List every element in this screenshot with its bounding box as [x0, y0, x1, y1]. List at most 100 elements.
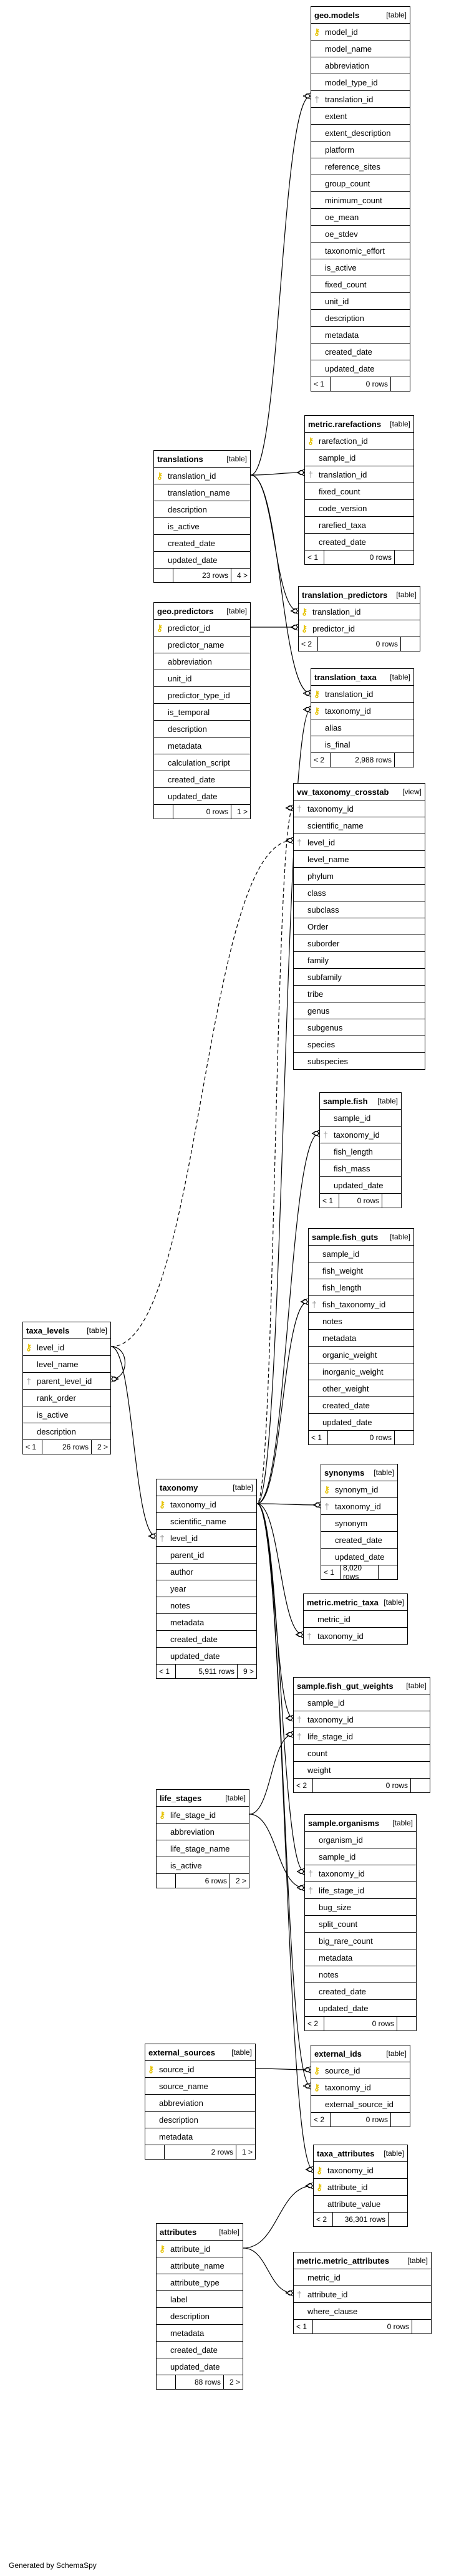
- table-metric-metric-attributes[interactable]: metric.metric_attributes[table]metric_id…: [293, 2252, 432, 2334]
- column-row[interactable]: phylum: [294, 868, 425, 885]
- column-row[interactable]: is_final: [311, 736, 413, 753]
- column-row[interactable]: external_source_id: [311, 2096, 410, 2113]
- column-row[interactable]: updated_date: [320, 1177, 401, 1194]
- parent-count[interactable]: [154, 569, 173, 582]
- column-row[interactable]: †level_id: [294, 834, 425, 851]
- column-row[interactable]: class: [294, 885, 425, 901]
- column-row[interactable]: sample_id: [309, 1246, 413, 1262]
- column-row[interactable]: bug_size: [305, 1899, 416, 1916]
- column-row[interactable]: source_name: [145, 2078, 255, 2095]
- column-row[interactable]: ⚷source_id: [145, 2061, 255, 2078]
- column-row[interactable]: sample_id: [320, 1110, 401, 1127]
- table-name[interactable]: geo.predictors: [157, 606, 214, 616]
- column-row[interactable]: ⚷attribute_id: [314, 2179, 407, 2196]
- column-row[interactable]: sample_id: [305, 1848, 416, 1865]
- column-row[interactable]: †attribute_id: [294, 2286, 431, 2303]
- column-row[interactable]: created_date: [154, 535, 250, 552]
- child-count[interactable]: 1 >: [241, 2148, 253, 2156]
- child-count[interactable]: 2 >: [235, 1877, 246, 1885]
- column-row[interactable]: fish_mass: [320, 1160, 401, 1177]
- column-row[interactable]: metadata: [157, 2325, 243, 2342]
- column-row[interactable]: created_date: [157, 1631, 256, 1648]
- parent-count[interactable]: < 1: [311, 377, 331, 391]
- column-row[interactable]: †parent_level_id: [23, 1373, 110, 1390]
- column-row[interactable]: organic_weight: [309, 1347, 413, 1363]
- column-row[interactable]: †taxonomy_id: [294, 1711, 430, 1728]
- table-name[interactable]: vw_taxonomy_crosstab: [297, 787, 389, 797]
- column-row[interactable]: metadata: [305, 1949, 416, 1966]
- column-row[interactable]: †taxonomy_id: [321, 1498, 397, 1515]
- column-row[interactable]: suborder: [294, 935, 425, 952]
- column-row[interactable]: updated_date: [305, 2000, 416, 2017]
- child-count[interactable]: [395, 550, 413, 564]
- column-row[interactable]: abbreviation: [145, 2095, 255, 2112]
- child-count[interactable]: [412, 2320, 431, 2333]
- column-row[interactable]: description: [154, 721, 250, 738]
- column-row[interactable]: attribute_name: [157, 2257, 243, 2274]
- table-taxa-attributes[interactable]: taxa_attributes[table]⚷taxonomy_id⚷attri…: [313, 2145, 408, 2227]
- table-sample-fish-gut-weights[interactable]: sample.fish_gut_weights[table]sample_id†…: [293, 1677, 430, 1793]
- column-row[interactable]: alias: [311, 719, 413, 736]
- table-name[interactable]: synonyms: [324, 1468, 365, 1478]
- table-name[interactable]: geo.models: [314, 10, 360, 20]
- column-row[interactable]: genus: [294, 1002, 425, 1019]
- parent-count[interactable]: < 1: [157, 1665, 176, 1678]
- table-name[interactable]: external_sources: [148, 2047, 215, 2057]
- table-name[interactable]: translation_taxa: [314, 672, 377, 682]
- child-count[interactable]: [395, 1431, 413, 1444]
- column-row[interactable]: model_type_id: [311, 74, 410, 91]
- child-count[interactable]: 4 >: [236, 571, 248, 580]
- column-row[interactable]: sample_id: [294, 1694, 430, 1711]
- column-row[interactable]: updated_date: [157, 2358, 243, 2375]
- column-row[interactable]: subgenus: [294, 1019, 425, 1036]
- parent-count[interactable]: < 1: [23, 1440, 42, 1454]
- column-row[interactable]: weight: [294, 1762, 430, 1779]
- column-row[interactable]: inorganic_weight: [309, 1363, 413, 1380]
- column-row[interactable]: †life_stage_id: [294, 1728, 430, 1745]
- parent-count[interactable]: [157, 1874, 176, 1888]
- column-row[interactable]: ⚷taxonomy_id: [157, 1496, 256, 1513]
- child-count[interactable]: [411, 1779, 430, 1792]
- column-row[interactable]: fixed_count: [311, 276, 410, 293]
- column-row[interactable]: is_active: [23, 1406, 110, 1423]
- column-row[interactable]: metadata: [145, 2128, 255, 2145]
- column-row[interactable]: extent: [311, 108, 410, 125]
- column-row[interactable]: scientific_name: [294, 817, 425, 834]
- column-row[interactable]: life_stage_name: [157, 1840, 249, 1857]
- column-row[interactable]: species: [294, 1036, 425, 1053]
- parent-count[interactable]: < 1: [320, 1194, 339, 1208]
- column-row[interactable]: fixed_count: [305, 483, 413, 500]
- column-row[interactable]: metric_id: [304, 1611, 407, 1628]
- column-row[interactable]: †taxonomy_id: [305, 1865, 416, 1882]
- column-row[interactable]: predictor_type_id: [154, 687, 250, 704]
- column-row[interactable]: fish_length: [320, 1143, 401, 1160]
- column-row[interactable]: ⚷attribute_id: [157, 2241, 243, 2257]
- parent-count[interactable]: [157, 2375, 176, 2389]
- column-row[interactable]: ⚷taxonomy_id: [311, 703, 413, 719]
- column-row[interactable]: created_date: [311, 344, 410, 360]
- column-row[interactable]: ⚷taxonomy_id: [314, 2162, 407, 2179]
- column-row[interactable]: †translation_id: [305, 466, 413, 483]
- column-row[interactable]: description: [23, 1423, 110, 1440]
- table-name[interactable]: life_stages: [160, 1793, 202, 1803]
- column-row[interactable]: updated_date: [154, 788, 250, 805]
- parent-count[interactable]: < 2: [294, 1779, 313, 1792]
- column-row[interactable]: code_version: [305, 500, 413, 517]
- column-row[interactable]: parent_id: [157, 1547, 256, 1564]
- table-name[interactable]: metric.metric_taxa: [307, 1597, 379, 1607]
- column-row[interactable]: ⚷taxonomy_id: [311, 2079, 410, 2096]
- column-row[interactable]: subspecies: [294, 1053, 425, 1069]
- column-row[interactable]: unit_id: [154, 670, 250, 687]
- column-row[interactable]: description: [145, 2112, 255, 2128]
- column-row[interactable]: †level_id: [157, 1530, 256, 1547]
- child-count[interactable]: [389, 2213, 407, 2226]
- table-name[interactable]: sample.fish_gut_weights: [297, 1681, 394, 1691]
- column-row[interactable]: count: [294, 1745, 430, 1762]
- table-metric-rarefactions[interactable]: metric.rarefactions[table]⚷rarefaction_i…: [304, 415, 414, 565]
- column-row[interactable]: ⚷translation_id: [299, 603, 420, 620]
- column-row[interactable]: where_clause: [294, 2303, 431, 2320]
- table-name[interactable]: translation_predictors: [302, 590, 388, 600]
- table-name[interactable]: taxonomy: [160, 1483, 198, 1492]
